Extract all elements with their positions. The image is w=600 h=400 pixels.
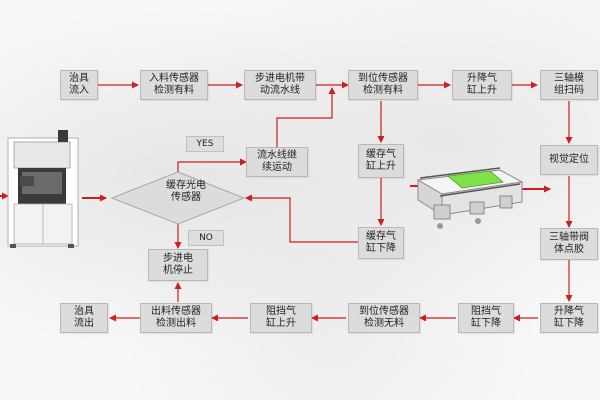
conveyor-assembly-illustration <box>416 167 524 229</box>
step-valve-glue-dispense: 三轴带阀 体点胶 <box>540 228 598 260</box>
step-fixture-out: 治具 流出 <box>60 303 108 333</box>
step-stepper-drive-conveyor: 步进电机带 动流水线 <box>244 70 316 100</box>
step-arrival-sensor-no-material: 到位传感器 检测无料 <box>348 303 420 333</box>
step-arrival-sensor-has-material: 到位传感器 检测有料 <box>348 70 418 100</box>
arrow-buffer-down-to-sensor <box>245 194 360 243</box>
step-buffer-cylinder-down: 缓存气 缸下降 <box>358 227 404 259</box>
dispensing-machine-illustration <box>7 130 79 248</box>
highlighted-fixture <box>447 170 504 189</box>
step-three-axis-scan: 三轴模 组扫码 <box>540 70 598 100</box>
step-stepper-stop: 步进电 机停止 <box>148 249 208 281</box>
step-lift-cylinder-down: 升降气 缸下降 <box>540 303 598 333</box>
step-block-cylinder-down: 阻挡气 缸下降 <box>458 303 514 333</box>
step-outfeed-sensor: 出料传感器 检测出料 <box>140 303 212 333</box>
step-conveyor-continue: 流水线继 续运动 <box>246 147 308 177</box>
no-label: NO <box>188 230 224 246</box>
step-infeed-sensor: 入料传感器 检测有料 <box>140 70 208 100</box>
step-lift-cylinder-up: 升降气 缸上升 <box>452 70 512 100</box>
arrow-conveyor-to-top <box>276 87 336 147</box>
step-buffer-cylinder-up: 缓存气 缸上升 <box>358 144 404 178</box>
decision-buffer-sensor: 缓存光电 传感器 <box>166 180 206 203</box>
step-vision-positioning: 视觉定位 <box>540 145 598 175</box>
step-fixture-in: 治具 流入 <box>60 70 98 100</box>
yes-label: YES <box>186 136 224 152</box>
step-block-cylinder-up: 阻挡气 缸上升 <box>250 303 312 333</box>
buffer-sensor-diamond <box>110 171 246 225</box>
